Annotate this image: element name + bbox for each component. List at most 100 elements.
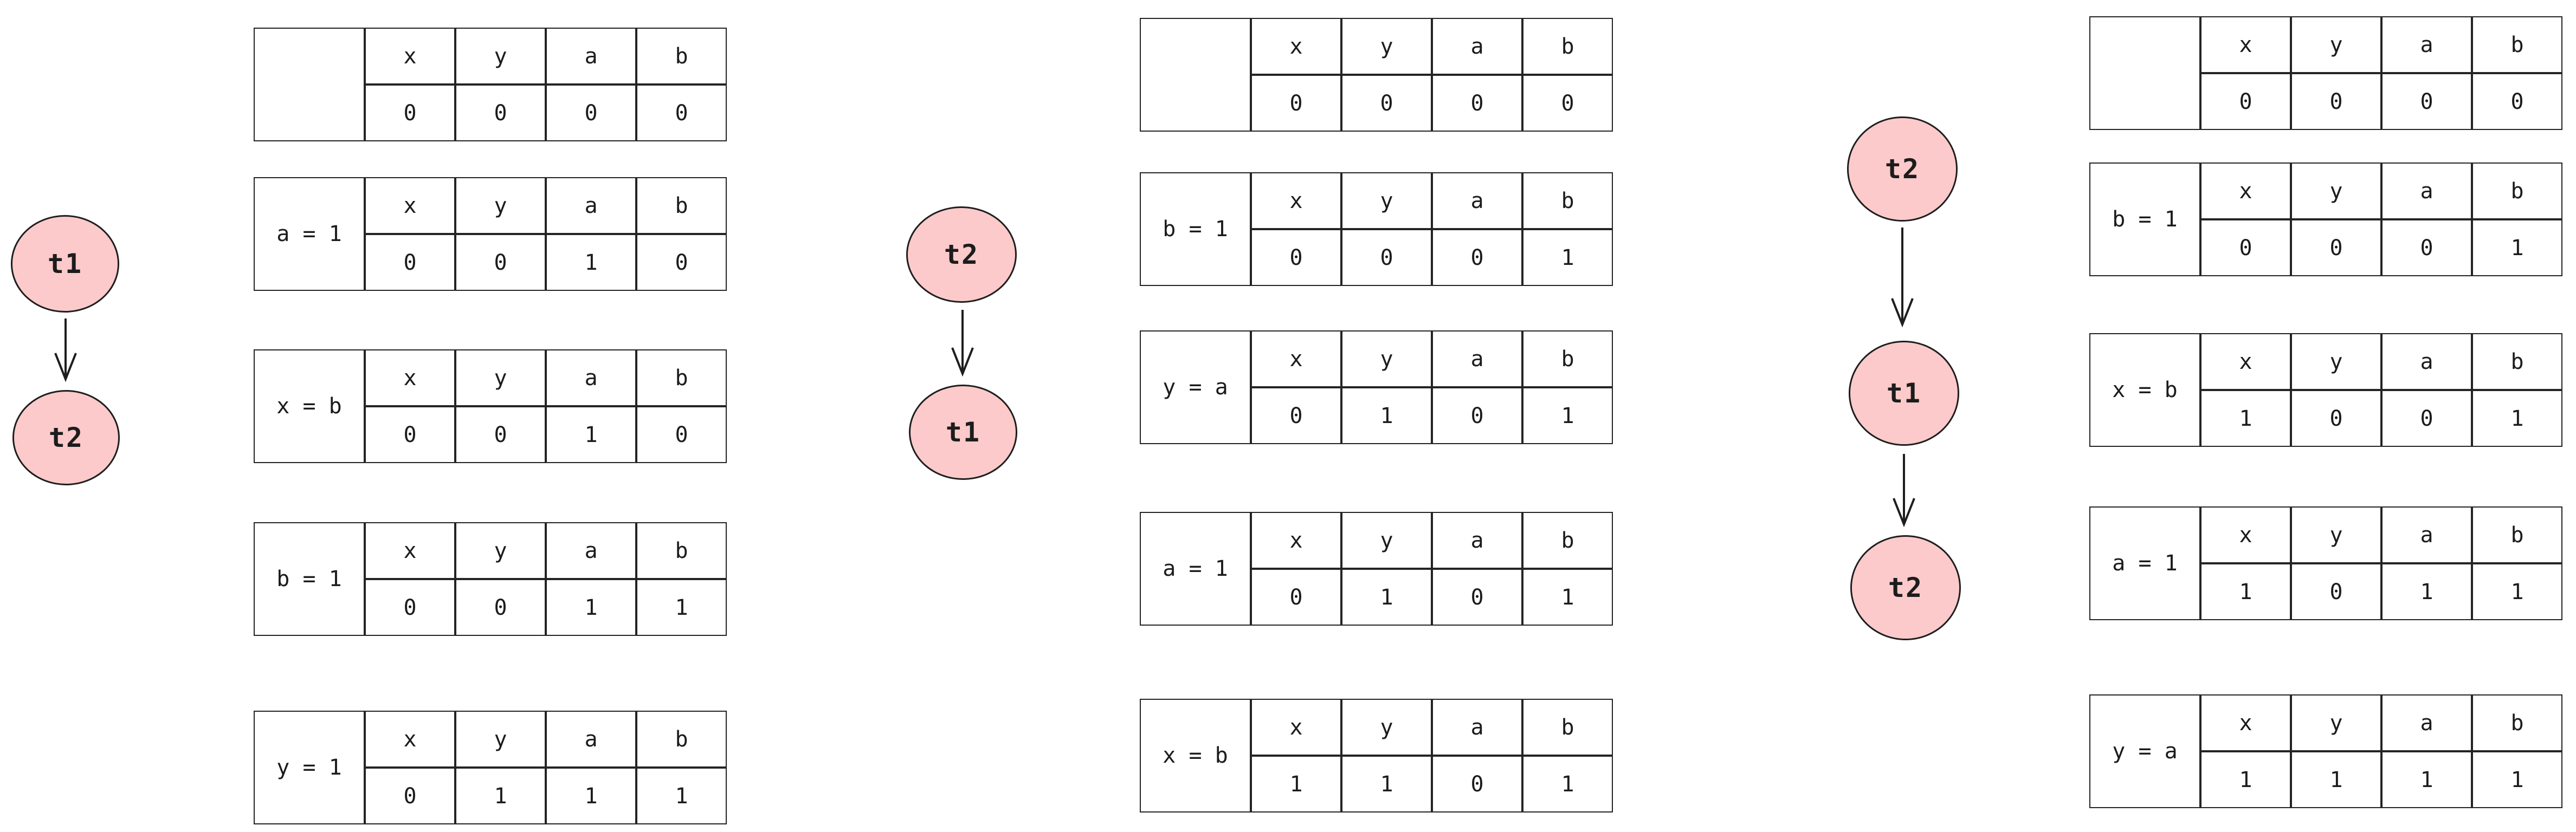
arrow-down-icon xyxy=(951,310,974,377)
instruction-label: x = b xyxy=(2089,333,2200,447)
column-header: y xyxy=(1341,172,1432,229)
value-cell: 1 xyxy=(2200,563,2291,620)
thread-node: t2 xyxy=(906,206,1017,303)
instruction-label: b = 1 xyxy=(254,522,365,636)
column-header: x xyxy=(2200,694,2291,751)
thread-node-label: t1 xyxy=(47,248,83,280)
column-header: a xyxy=(546,28,636,84)
instruction-label: a = 1 xyxy=(254,177,365,291)
value-cell: 1 xyxy=(1522,569,1613,626)
thread-node-label: t2 xyxy=(944,239,979,270)
column-header: a xyxy=(1432,699,1522,756)
value-cell: 1 xyxy=(455,768,546,824)
value-cell: 1 xyxy=(2200,751,2291,808)
state-table: y = a x y a b 1 1 1 1 xyxy=(2089,694,2562,808)
value-cell: 0 xyxy=(2291,73,2381,130)
thread-node-label: t1 xyxy=(945,417,981,448)
value-cell: 0 xyxy=(636,84,727,141)
value-cell: 0 xyxy=(636,406,727,463)
value-cell: 0 xyxy=(2472,73,2562,130)
column-header: x xyxy=(2200,506,2291,563)
state-table: x y a b 0 0 0 0 xyxy=(254,28,727,141)
column-header: a xyxy=(2381,333,2472,390)
state-table: y = a x y a b 0 1 0 1 xyxy=(1140,330,1613,444)
state-grid: x y a b 0 1 0 1 xyxy=(1251,512,1613,626)
value-cell: 1 xyxy=(1341,756,1432,812)
column-header: b xyxy=(1522,330,1613,387)
state-grid: x y a b 0 1 1 1 xyxy=(365,711,727,824)
thread-node: t2 xyxy=(1850,535,1961,640)
value-cell: 1 xyxy=(1251,756,1341,812)
column-header: x xyxy=(2200,162,2291,219)
value-cell: 0 xyxy=(2291,219,2381,276)
column-header: y xyxy=(2291,16,2381,73)
state-table: a = 1 x y a b 1 0 1 1 xyxy=(2089,506,2562,620)
column-header: x xyxy=(1251,18,1341,75)
column-header: b xyxy=(2472,506,2562,563)
value-cell: 0 xyxy=(1432,229,1522,286)
state-grid: x y a b 0 0 1 0 xyxy=(365,349,727,463)
column-header: x xyxy=(365,177,455,234)
state-table: b = 1 x y a b 0 0 0 1 xyxy=(1140,172,1613,286)
thread-node: t2 xyxy=(12,390,120,485)
value-cell: 0 xyxy=(455,406,546,463)
value-cell: 0 xyxy=(2200,73,2291,130)
column-header: b xyxy=(2472,694,2562,751)
column-header: x xyxy=(1251,172,1341,229)
state-grid: x y a b 1 1 1 1 xyxy=(2200,694,2562,808)
instruction-label xyxy=(2089,16,2200,130)
column-header: y xyxy=(1341,512,1432,569)
instruction-label: y = 1 xyxy=(254,711,365,824)
value-cell: 1 xyxy=(1522,229,1613,286)
column-header: y xyxy=(2291,333,2381,390)
instruction-label: b = 1 xyxy=(2089,162,2200,276)
value-cell: 0 xyxy=(365,84,455,141)
value-cell: 1 xyxy=(546,579,636,636)
arrow-down-icon xyxy=(1891,227,1914,328)
value-cell: 0 xyxy=(1432,75,1522,132)
instruction-label xyxy=(1140,18,1251,132)
value-cell: 1 xyxy=(2291,751,2381,808)
value-cell: 0 xyxy=(2381,73,2472,130)
value-cell: 0 xyxy=(1251,229,1341,286)
column-header: b xyxy=(2472,333,2562,390)
state-grid: x y a b 0 0 0 0 xyxy=(365,28,727,141)
value-cell: 0 xyxy=(1341,229,1432,286)
state-table: x = b x y a b 1 1 0 1 xyxy=(1140,699,1613,812)
value-cell: 0 xyxy=(365,234,455,291)
state-table: x = b x y a b 1 0 0 1 xyxy=(2089,333,2562,447)
column-header: a xyxy=(2381,694,2472,751)
value-cell: 0 xyxy=(2381,390,2472,447)
column-header: a xyxy=(1432,18,1522,75)
state-table: x y a b 0 0 0 0 xyxy=(1140,18,1613,132)
column-header: y xyxy=(2291,162,2381,219)
value-cell: 1 xyxy=(2472,219,2562,276)
state-grid: x y a b 0 0 0 1 xyxy=(1251,172,1613,286)
thread-node: t2 xyxy=(1847,116,1958,222)
state-grid: x y a b 0 1 0 1 xyxy=(1251,330,1613,444)
state-grid: x y a b 0 0 0 1 xyxy=(2200,162,2562,276)
value-cell: 0 xyxy=(1432,387,1522,444)
column-header: y xyxy=(455,349,546,406)
state-table: b = 1 x y a b 0 0 1 1 xyxy=(254,522,727,636)
column-header: a xyxy=(546,349,636,406)
state-table: b = 1 x y a b 0 0 0 1 xyxy=(2089,162,2562,276)
column-header: a xyxy=(546,711,636,768)
value-cell: 0 xyxy=(365,768,455,824)
state-table: x = b x y a b 0 0 1 0 xyxy=(254,349,727,463)
value-cell: 1 xyxy=(546,234,636,291)
instruction-label: x = b xyxy=(254,349,365,463)
instruction-label: a = 1 xyxy=(1140,512,1251,626)
value-cell: 0 xyxy=(2291,563,2381,620)
value-cell: 1 xyxy=(2200,390,2291,447)
value-cell: 1 xyxy=(2381,563,2472,620)
column-header: y xyxy=(2291,694,2381,751)
value-cell: 1 xyxy=(1522,756,1613,812)
column-header: y xyxy=(455,28,546,84)
instruction-label: y = a xyxy=(1140,330,1251,444)
column-header: x xyxy=(1251,699,1341,756)
thread-node: t1 xyxy=(1849,341,1959,446)
state-table: a = 1 x y a b 0 1 0 1 xyxy=(1140,512,1613,626)
value-cell: 0 xyxy=(1522,75,1613,132)
value-cell: 0 xyxy=(1341,75,1432,132)
